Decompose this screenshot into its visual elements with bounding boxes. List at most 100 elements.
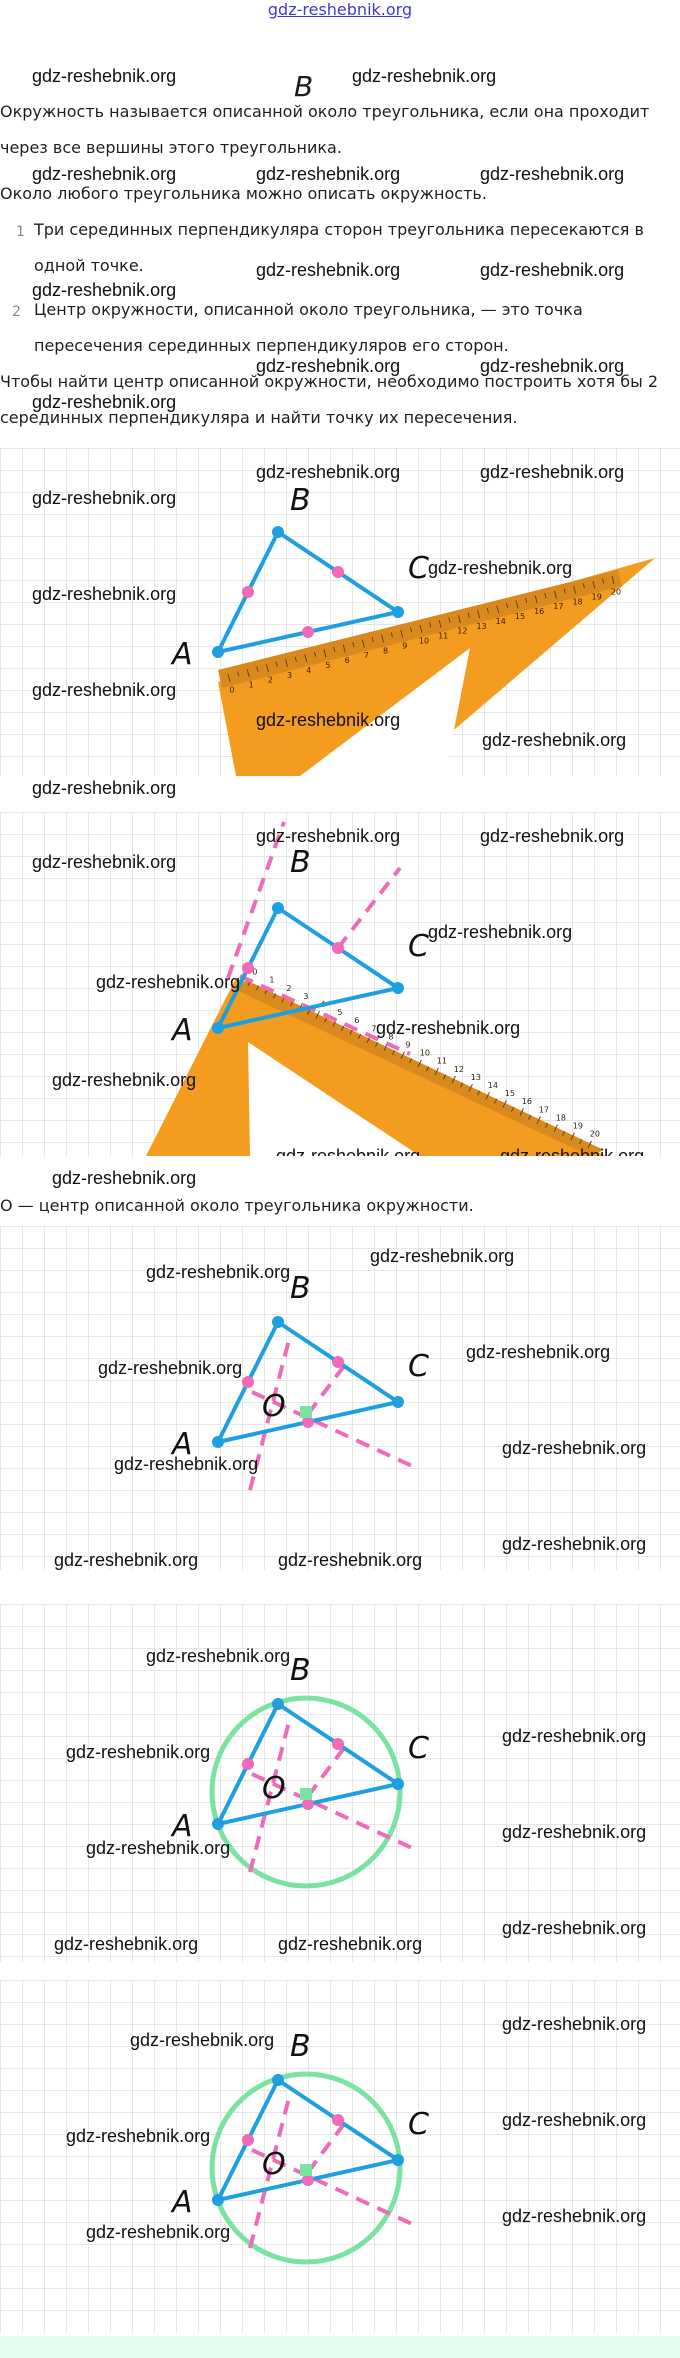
ruler-tick-label: 19 [573, 1121, 583, 1130]
perpendicular-ac [251, 1390, 413, 1468]
definition-line-1: Окружность называется описанной около тр… [0, 102, 650, 121]
instruction-line-1: Чтобы найти центр описанной окружности, … [0, 372, 658, 391]
figure-4-circle: A B C O gdz-reshebnik.org gdz-reshebnik.… [0, 1604, 680, 1962]
ruler-tick [417, 1059, 422, 1068]
ruler-tick-label: 12 [457, 627, 467, 636]
ruler-tick [601, 578, 605, 584]
circumscribed-circle [209, 1695, 403, 1889]
label-c: C [408, 929, 429, 964]
ruler-body [218, 558, 655, 776]
stray-label-b: B [294, 70, 314, 103]
watermark: gdz-reshebnik.org [500, 1146, 645, 1156]
ruler-tick-label: 1 [269, 976, 274, 985]
ruler-tick-label: 5 [325, 661, 330, 670]
ruler-tick [400, 629, 404, 638]
perpendicular-ab [248, 1717, 292, 1873]
ruler-tick [246, 668, 250, 677]
ruler-tick [275, 661, 278, 667]
ruler-tick [486, 607, 489, 613]
watermark: gdz-reshebnik.org [32, 584, 177, 604]
ruler-tick-label: 16 [522, 1097, 532, 1106]
midpoint-ab [242, 1376, 254, 1388]
ruler-tick [294, 656, 297, 662]
center-note: O — центр описанной около треугольника о… [0, 1196, 474, 1215]
ruler-tick [392, 1050, 396, 1056]
label-c: C [408, 1349, 429, 1384]
ruler-tick [511, 1106, 515, 1112]
ruler-tick [409, 627, 413, 633]
ruler-tick [419, 624, 423, 633]
watermark: gdz-reshebnik.org [98, 1358, 243, 1378]
label-o: O [262, 1771, 286, 1806]
definition-line-2: через все вершины этого треугольника. [0, 138, 342, 157]
label-b: B [290, 2029, 311, 2064]
ruler-tick [304, 654, 308, 663]
ruler-tick [519, 1108, 524, 1116]
list-item-2-line-1: Центр окружности, описанной около треуго… [34, 300, 583, 319]
circumscribed-circle [209, 2071, 403, 2265]
watermark: gdz-reshebnik.org [32, 66, 177, 86]
ruler-tick [273, 993, 277, 999]
ruler-tick-label: 3 [287, 671, 292, 680]
ruler-tick [460, 1082, 464, 1088]
list-item-1-line-2: одной точке. [34, 256, 144, 275]
watermark: gdz-reshebnik.org [86, 1838, 231, 1858]
midpoint-ab [242, 2134, 254, 2146]
ruler-tick [443, 1074, 447, 1080]
ruler-tick [429, 622, 432, 628]
vertex-a [212, 646, 224, 658]
ruler-tick [582, 583, 585, 589]
watermark: gdz-reshebnik.org [32, 488, 177, 508]
ruler-tick [342, 644, 346, 653]
ruler-tick [534, 595, 538, 604]
ruler-tick [536, 1116, 541, 1124]
ruler-tick [341, 1025, 345, 1031]
ruler-tick-label: 16 [534, 607, 544, 616]
perpendicular-bc [306, 1364, 346, 1416]
ruler-tick-label: 2 [286, 984, 291, 993]
watermark: gdz-reshebnik.org [502, 2110, 647, 2130]
midpoint-ac [302, 1416, 314, 1428]
perpendicular-ab-ext [239, 974, 411, 1056]
label-a: A [170, 2185, 193, 2220]
watermark: gdz-reshebnik.org [502, 1438, 647, 1458]
watermark: gdz-reshebnik.org [256, 356, 401, 376]
ruler-scale-strip [218, 570, 622, 688]
watermark: gdz-reshebnik.org [278, 1934, 423, 1954]
perpendicular-bc [336, 866, 402, 950]
watermark: gdz-reshebnik.org [370, 1246, 515, 1266]
perpendicular-ab [248, 1335, 292, 1491]
list-number-2: 2 [12, 304, 21, 320]
ruler-inner-hole [300, 648, 470, 776]
ruler-tick [390, 632, 393, 638]
ruler-tick-label: 15 [505, 1089, 515, 1098]
ruler-tick [553, 1124, 558, 1133]
watermark: gdz-reshebnik.org [502, 1726, 647, 1746]
midpoint-ab [242, 586, 254, 598]
ruler-tick-label: 12 [454, 1065, 464, 1074]
watermark: gdz-reshebnik.org [52, 1070, 197, 1090]
vertex-b [272, 1698, 284, 1710]
ruler-tick [352, 642, 355, 648]
label-b: B [290, 845, 311, 880]
ruler-tick [579, 1139, 583, 1145]
ruler-tick-label: 10 [419, 637, 429, 646]
watermark: gdz-reshebnik.org [86, 2222, 231, 2242]
watermark: gdz-reshebnik.org [428, 922, 573, 942]
watermark: gdz-reshebnik.org [278, 1550, 423, 1570]
ruler-tick-label: 9 [405, 1040, 410, 1049]
ruler-tick [256, 666, 259, 672]
ruler-tick [307, 1009, 311, 1015]
ruler-tick-label: 18 [572, 597, 582, 606]
site-link[interactable]: gdz-reshebnik.org [267, 0, 413, 19]
label-b: B [290, 1271, 311, 1306]
watermark: gdz-reshebnik.org [54, 1550, 199, 1570]
watermark: gdz-reshebnik.org [480, 462, 625, 482]
vertex-b [272, 902, 284, 914]
perpendicular-ac [251, 2148, 413, 2226]
list-number-1: 1 [16, 224, 25, 240]
label-b: B [290, 483, 311, 518]
watermark: gdz-reshebnik.org [428, 558, 573, 578]
watermark: gdz-reshebnik.org [480, 356, 625, 376]
